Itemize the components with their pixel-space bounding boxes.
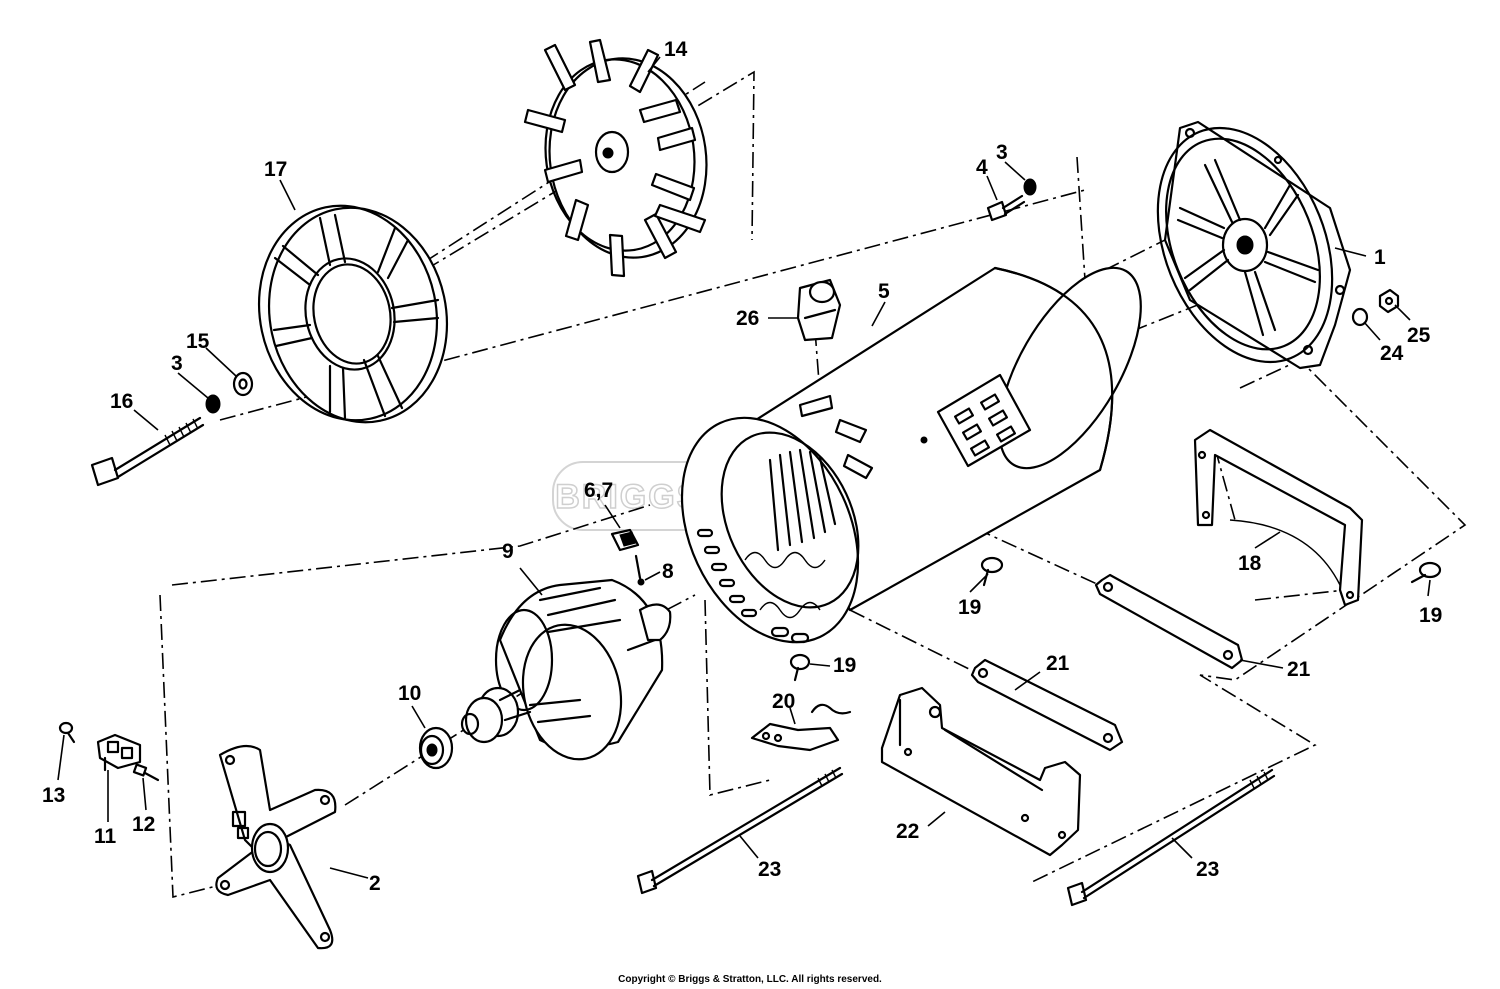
terminal-20-part [750,703,852,752]
rail-21a-part [1094,573,1244,670]
callout-23b: 23 [1196,858,1219,881]
screw-13-part [58,721,76,744]
nut-25-part [1378,288,1400,314]
receptacle-part [796,278,842,342]
callout-11: 11 [94,825,117,848]
callout-6-7: 6,7 [584,479,613,502]
brush-holder-part [96,733,142,772]
through-bolt-23a-part [636,766,844,895]
callout-16: 16 [110,390,133,413]
bearing-part [418,726,454,770]
rotor-part [460,578,672,761]
screw-12-part [132,763,160,782]
callout-13: 13 [42,784,65,807]
callout-4: 4 [976,156,988,179]
callout-17: 17 [264,158,287,181]
callout-12: 12 [132,813,155,836]
callout-9: 9 [502,540,514,563]
callout-24: 24 [1380,342,1404,365]
bolt-4-part [986,194,1026,222]
callout-15: 15 [186,330,210,353]
leader-lines [57,56,1431,879]
fan-part [523,38,708,278]
bracket-18-part [1193,428,1364,607]
lock-washer-3b-part [1023,178,1037,196]
screw-19c-part [789,653,811,682]
callout-21a: 21 [1046,652,1070,675]
callout-8: 8 [662,560,674,583]
rectifier-67-part [610,528,640,552]
callout-25: 25 [1407,324,1431,347]
callout-19c: 19 [833,654,856,677]
callout-3b: 3 [996,141,1008,164]
base-bracket-22-part [880,686,1082,857]
lock-washer-3a-part [205,394,221,414]
callout-18: 18 [1238,552,1262,575]
washer-24-part [1351,307,1369,327]
callout-2: 2 [369,872,381,895]
callout-22: 22 [896,820,919,843]
callout-19b: 19 [1419,604,1442,627]
screw-19a-part [980,556,1004,587]
callout-3a: 3 [171,352,183,375]
callout-23a: 23 [758,858,781,881]
housing-part [680,266,1142,644]
copyright-notice: Copyright © Briggs & Stratton, LLC. All … [618,974,882,985]
rail-21b-part [970,658,1124,752]
end-bell-part [1156,120,1352,370]
callout-26: 26 [736,307,759,330]
screw-19b-part [1410,561,1442,584]
callout-14: 14 [664,38,688,61]
fan-guard-part [257,204,449,424]
wire-8-part [634,554,645,586]
callout-10: 10 [398,682,421,705]
end-bracket-2-part [215,744,337,950]
bolt-16-part [90,416,205,487]
callout-labels: 1 2 3 3 4 5 6,7 8 9 10 11 12 13 14 15 16… [42,38,1442,895]
callout-21b: 21 [1287,658,1311,681]
callout-1: 1 [1374,246,1386,269]
washer-15-part [232,371,254,397]
callout-5: 5 [878,280,890,303]
through-bolt-23b-part [1066,768,1276,907]
callout-20: 20 [772,690,795,713]
callout-19a: 19 [958,596,981,619]
